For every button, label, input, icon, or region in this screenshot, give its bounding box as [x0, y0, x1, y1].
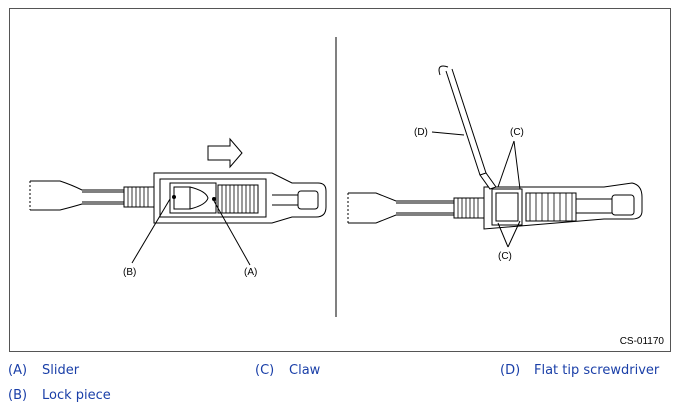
callout-a-left: (A)	[244, 267, 257, 278]
callout-d: (D)	[414, 127, 428, 138]
left-assembly	[29, 137, 327, 266]
legend-item-c: (C) Claw	[255, 363, 320, 378]
legend: (A) Slider (C) Claw (D) Flat tip screwdrive…	[0, 360, 681, 410]
legend-key: (C)	[255, 363, 275, 378]
legend-text: Slider	[42, 363, 80, 378]
legend-item-a: (A) Slider	[8, 363, 79, 378]
callout-b-left: (B)	[123, 267, 136, 278]
figure-id: CS-01170	[619, 336, 664, 347]
legend-text: Flat tip screwdriver	[534, 363, 660, 378]
right-assembly	[347, 65, 643, 248]
legend-key: (B)	[8, 388, 28, 403]
legend-text: Claw	[289, 363, 321, 378]
legend-item-b: (B) Lock piece	[8, 388, 111, 403]
legend-text: Lock piece	[42, 388, 111, 403]
callout-c-top: (C)	[510, 127, 524, 138]
cable-adjuster-illustration: (B) (A)	[29, 37, 643, 317]
legend-key: (D)	[500, 363, 521, 378]
legend-item-d: (D) Flat tip screwdriver	[500, 363, 659, 378]
callout-c-bottom: (C)	[498, 251, 512, 262]
figure-frame: (B) (A)	[9, 8, 671, 352]
legend-key: (A)	[8, 363, 28, 378]
